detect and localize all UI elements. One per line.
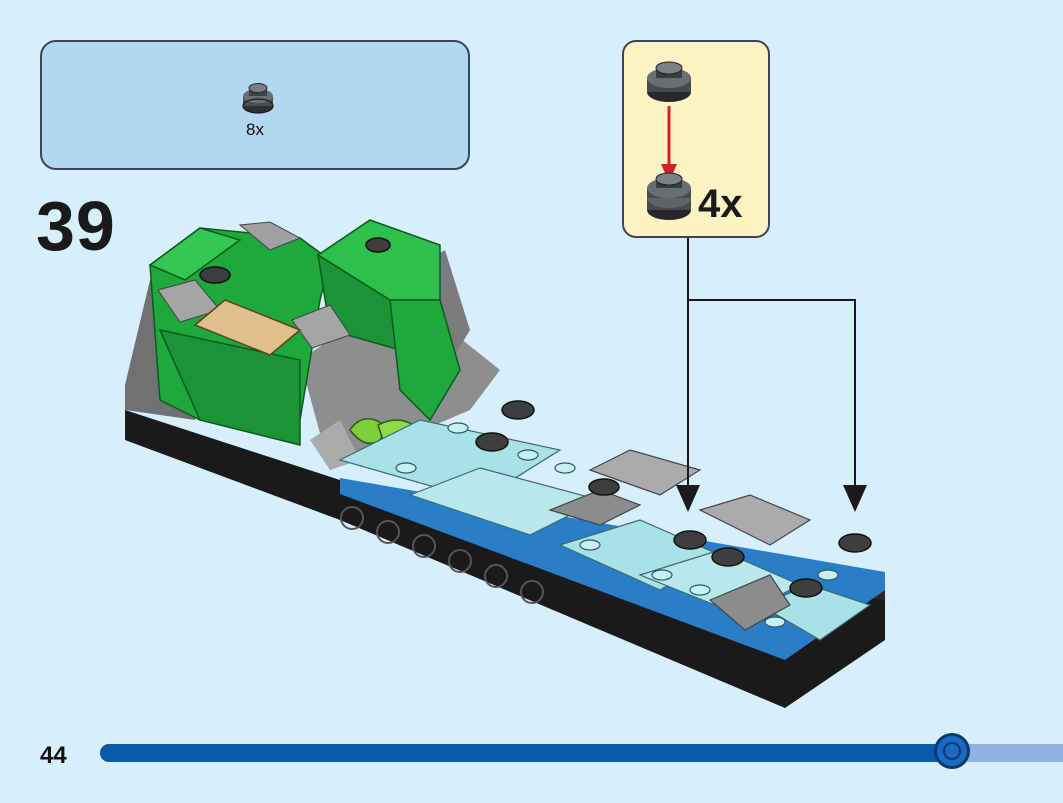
dark-round-plates: [199, 237, 872, 598]
tan-tile: [193, 299, 302, 356]
gray-slope: [238, 221, 302, 251]
arrow-head-icon: [676, 485, 700, 512]
round-plate-stacked-icon: [647, 172, 691, 220]
sub-assembly-quantity: 4x: [698, 182, 743, 226]
trans-studs: [395, 422, 839, 628]
arrow-head-icon: [843, 485, 867, 512]
round-plate-1x1-icon: [242, 83, 274, 114]
progress-knob-icon: [934, 733, 970, 769]
progress-bar: [100, 733, 1063, 769]
gray-slope: [291, 304, 351, 349]
sub-assembly-panel: 4x: [622, 40, 770, 238]
callout-arrows: [687, 238, 856, 490]
step-number: 39: [36, 187, 116, 265]
page-number: 44: [40, 742, 67, 769]
progress-fill: [100, 744, 952, 762]
gray-plates: [548, 449, 812, 631]
parts-quantity: 8x: [246, 120, 264, 139]
parts-list-panel: 8x: [40, 40, 470, 170]
round-plate-top-icon: [647, 61, 691, 102]
